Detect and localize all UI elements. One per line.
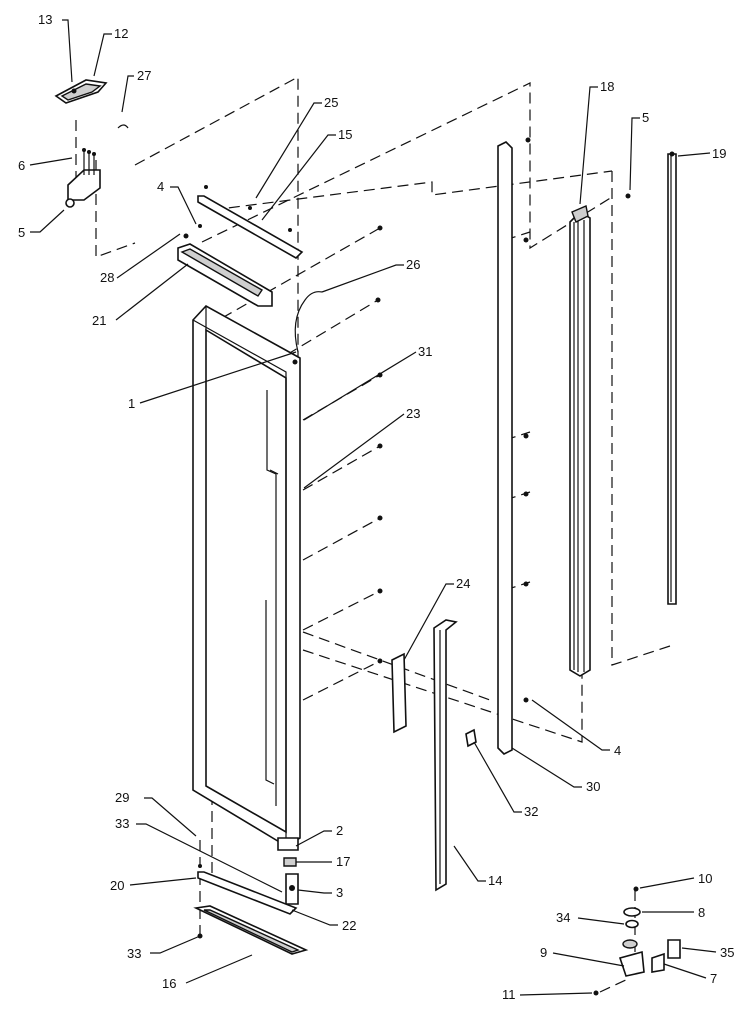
callout-11: 11 (502, 987, 516, 1002)
callout-20: 20 (110, 878, 124, 893)
callout-17: 17 (336, 854, 350, 869)
door-gasket (569, 205, 591, 677)
callout-9: 9 (540, 945, 547, 960)
top-trim-plate (197, 185, 304, 259)
callout-25: 25 (324, 95, 338, 110)
callout-labels: 13 12 27 6 5 28 4 25 15 21 26 1 31 23 18… (18, 12, 734, 1002)
callout-10: 10 (698, 871, 712, 886)
callout-14: 14 (488, 873, 502, 888)
callout-3: 3 (336, 885, 343, 900)
side-rail (497, 137, 531, 755)
door-screws (375, 225, 383, 664)
callout-24: 24 (456, 576, 470, 591)
callout-30: 30 (586, 779, 600, 794)
top-hinge-cover (54, 79, 108, 104)
callout-12: 12 (114, 26, 128, 41)
callout-6: 6 (18, 158, 25, 173)
callout-4: 4 (157, 179, 164, 194)
callout-7: 7 (710, 971, 717, 986)
callout-13: 13 (38, 12, 52, 27)
callout-5: 5 (18, 225, 25, 240)
callout-16: 16 (162, 976, 176, 991)
callout-35: 35 (720, 945, 734, 960)
callout-27: 27 (137, 68, 151, 83)
callout-5-right: 5 (642, 110, 649, 125)
callout-32: 32 (524, 804, 538, 819)
callout-33: 33 (115, 816, 129, 831)
callout-1: 1 (128, 396, 135, 411)
bottom-hinge-stack (277, 837, 299, 905)
callout-15: 15 (338, 127, 352, 142)
bottom-plate (193, 905, 309, 955)
callout-23: 23 (406, 406, 420, 421)
clip (465, 728, 477, 748)
trim-strip (625, 151, 677, 605)
callout-2: 2 (336, 823, 343, 838)
top-channel (177, 224, 273, 307)
callout-18: 18 (600, 79, 614, 94)
door-panel (192, 304, 301, 847)
bottom-channel (433, 619, 458, 892)
callout-8: 8 (698, 905, 705, 920)
callout-21: 21 (92, 313, 106, 328)
callout-34: 34 (556, 910, 570, 925)
callout-22: 22 (342, 918, 356, 933)
small-bracket (391, 652, 407, 734)
leader-lines (29, 19, 717, 996)
bottom-right-hinge (593, 886, 681, 996)
callout-29: 29 (115, 790, 129, 805)
callout-33-lower: 33 (127, 946, 141, 961)
wire-harness (294, 291, 323, 353)
top-hinge-bracket (65, 124, 129, 208)
callout-4-right: 4 (614, 743, 621, 758)
callout-28: 28 (100, 270, 114, 285)
callout-31: 31 (418, 344, 432, 359)
callout-26: 26 (406, 257, 420, 272)
callout-19: 19 (712, 146, 726, 161)
